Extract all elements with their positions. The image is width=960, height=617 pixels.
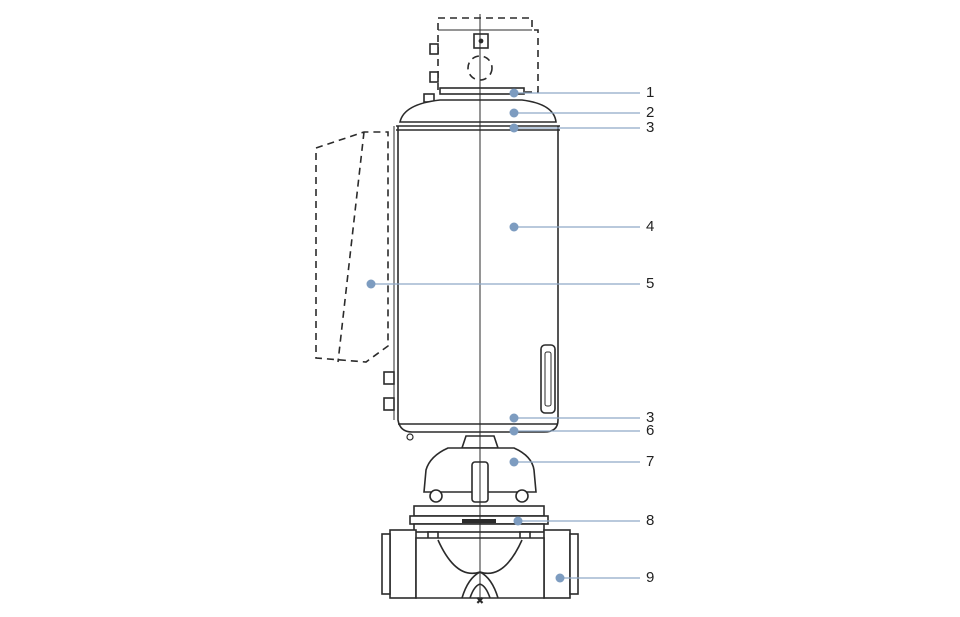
callout-dot-10 xyxy=(555,573,565,583)
callout-number-1: 1 xyxy=(646,84,655,101)
callout-dot-2 xyxy=(509,108,519,118)
callout-number-8: 7 xyxy=(646,453,655,470)
actuator-cylinder xyxy=(383,126,559,441)
side-panel xyxy=(315,131,389,363)
callout-number-6: 3 xyxy=(646,409,655,426)
callout-dot-5 xyxy=(366,279,376,289)
callout-dot-1 xyxy=(509,88,519,98)
callout-number-9: 8 xyxy=(646,512,655,529)
actuator-top-cap xyxy=(396,99,560,131)
callout-dot-8 xyxy=(509,457,519,467)
callout-number-4: 4 xyxy=(646,218,655,235)
callout-number-2: 2 xyxy=(646,104,655,121)
callout-number-10: 9 xyxy=(646,569,655,586)
callout-number-7: 6 xyxy=(646,422,655,439)
callout-dot-3 xyxy=(509,123,519,133)
callout-number-5: 5 xyxy=(646,275,655,292)
callout-dot-9 xyxy=(513,516,523,526)
svg-text:✖: ✖ xyxy=(476,596,484,607)
callout-number-3: 3 xyxy=(646,119,655,136)
callout-leaders xyxy=(366,88,640,583)
diaphragm-flange xyxy=(409,505,549,541)
callout-dot-4 xyxy=(509,222,519,232)
callout-dot-6 xyxy=(509,413,519,423)
control-head xyxy=(423,17,539,103)
callout-dot-7 xyxy=(509,426,519,436)
